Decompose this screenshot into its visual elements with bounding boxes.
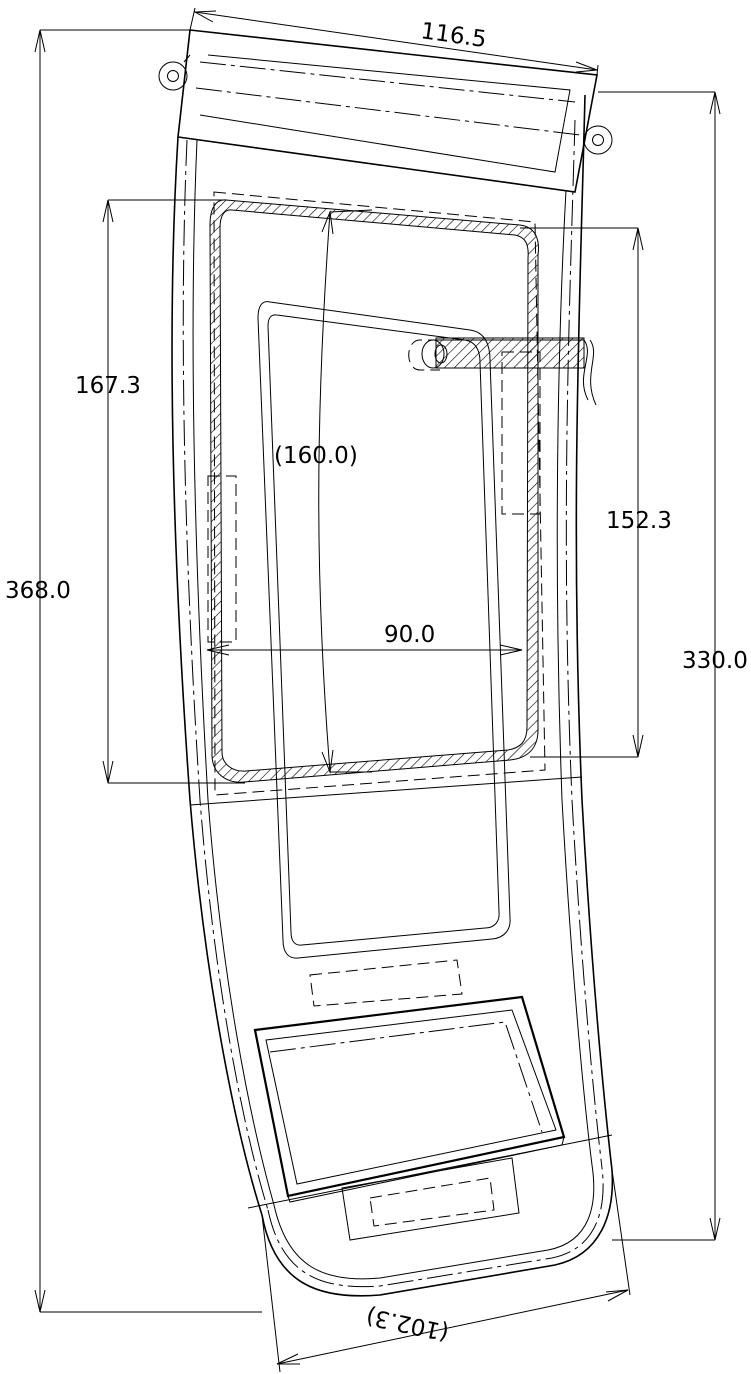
dim-label-bottom-width: (102.3) [364,1302,451,1345]
dimension-window-width: 90.0 [206,622,523,656]
dimension-body-height: 330.0 [598,91,748,1241]
dimension-window-right-height: 152.3 [520,227,672,758]
top-clip [177,29,598,193]
dim-label-top-width: 116.5 [419,18,488,53]
display-window [253,995,566,1203]
dim-label-total-height: 368.0 [5,578,71,604]
dim-label-body-height: 330.0 [682,648,748,674]
break-line-icon [583,339,597,406]
hatched-section-icon [435,337,585,369]
dimension-total-height: 368.0 [5,29,262,1313]
dim-label-window-inner-height: (160.0) [274,443,358,469]
connector-area [341,1157,520,1241]
dimension-window-height: 167.3 [75,199,245,784]
pin-icon [408,339,448,371]
dim-label-window-height: 167.3 [75,373,141,399]
window-frame [209,191,546,796]
dim-label-window-width: 90.0 [384,622,435,648]
mounting-hole-icon [158,54,191,91]
dimension-top-width: 116.5 [189,7,599,76]
body-outline [171,94,614,1297]
mounting-hole-icon [583,125,613,155]
left-slot [207,475,237,643]
dim-label-window-right-height: 152.3 [606,508,672,534]
middle-label-area [309,959,463,1007]
dimension-window-inner-height: (160.0) [274,209,373,774]
dimension-bottom-width: (102.3) [261,1169,631,1373]
